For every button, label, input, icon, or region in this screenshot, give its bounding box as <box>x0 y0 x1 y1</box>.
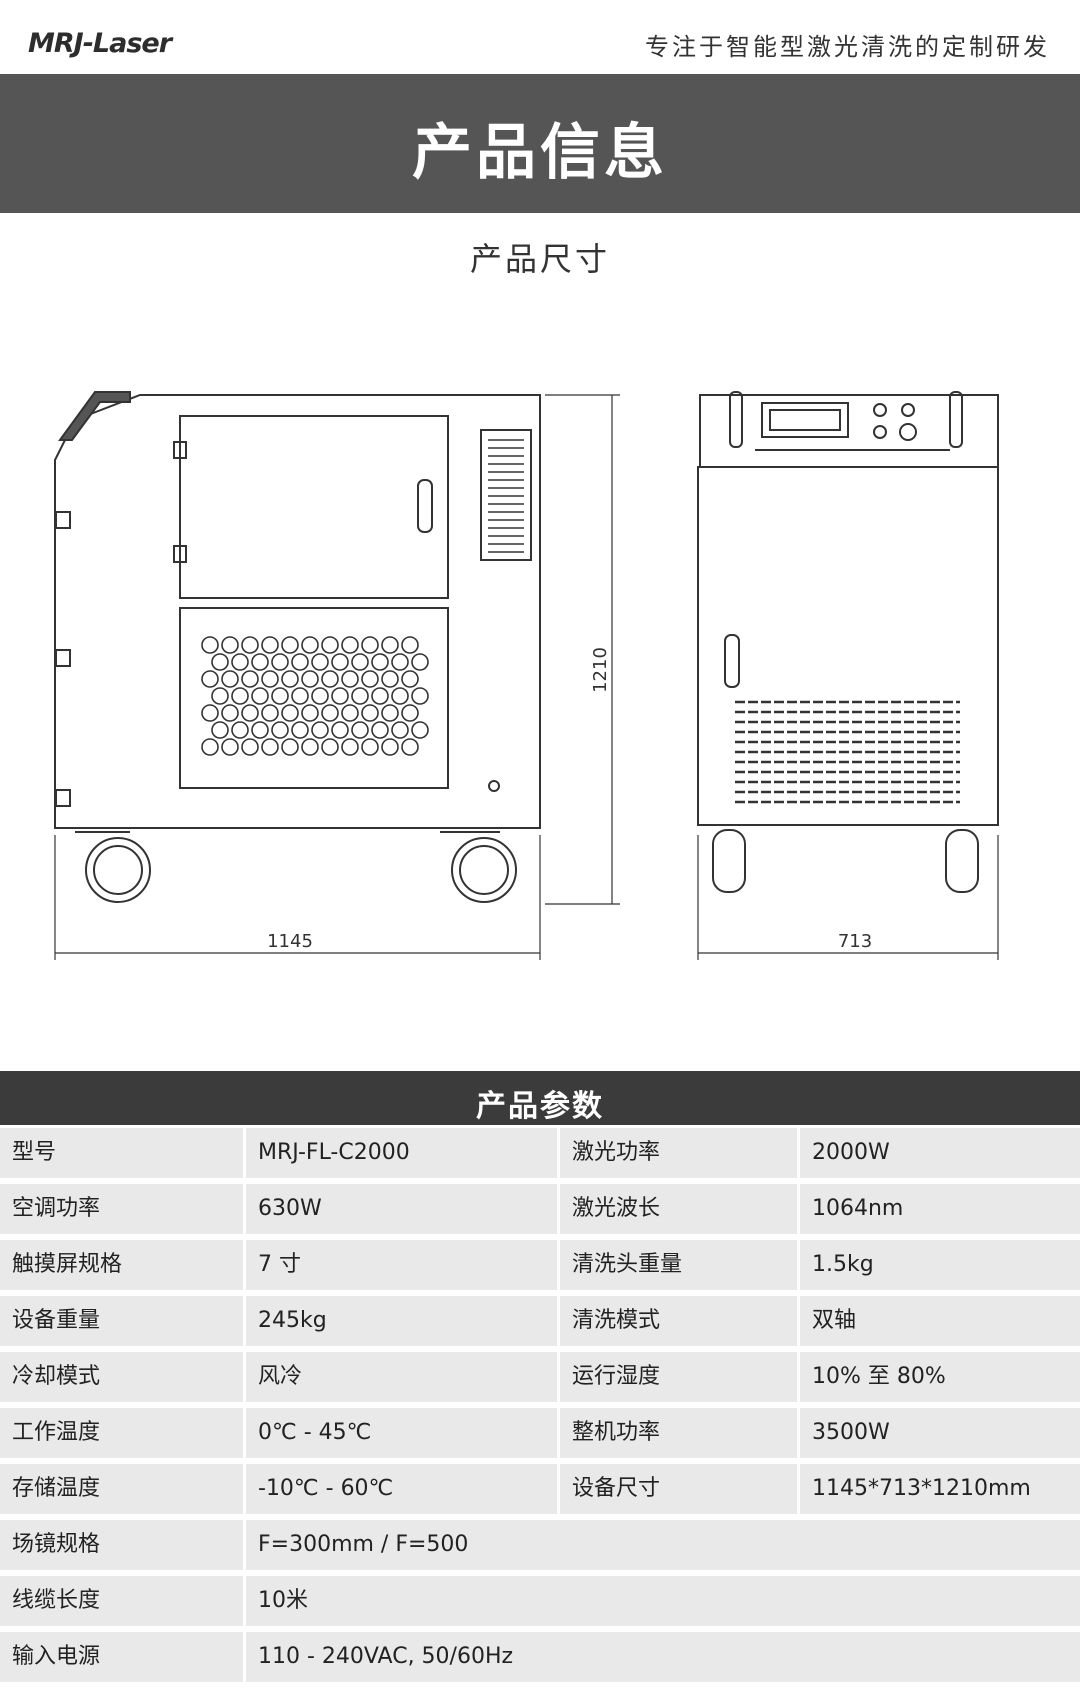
param-value: 630W <box>246 1184 557 1234</box>
param-label: 运行湿度 <box>560 1352 797 1402</box>
front-view <box>697 391 999 893</box>
param-label: 冷却模式 <box>0 1352 243 1402</box>
table-row: 设备重量 245kg 清洗模式 双轴 <box>0 1293 1080 1349</box>
table-row: 输入电源 110 - 240VAC, 50/60Hz <box>0 1629 1080 1685</box>
table-row: 冷却模式 风冷 运行湿度 10% 至 80% <box>0 1349 1080 1405</box>
param-value: -10℃ - 60℃ <box>246 1464 557 1514</box>
param-value: MRJ-FL-C2000 <box>246 1128 557 1178</box>
param-label: 空调功率 <box>0 1184 243 1234</box>
param-label: 型号 <box>0 1128 243 1178</box>
table-row: 存储温度 -10℃ - 60℃ 设备尺寸 1145*713*1210mm <box>0 1461 1080 1517</box>
depth-dimension: 713 <box>838 931 872 952</box>
table-row: 线缆长度 10米 <box>0 1573 1080 1629</box>
param-value: 1.5kg <box>800 1240 1080 1290</box>
param-label: 设备尺寸 <box>560 1464 797 1514</box>
param-value: 风冷 <box>246 1352 557 1402</box>
param-label: 线缆长度 <box>0 1576 243 1626</box>
param-value: 2000W <box>800 1128 1080 1178</box>
top-header: MRJ-Laser 专注于智能型激光清洗的定制研发 <box>0 0 1080 74</box>
table-row: 型号 MRJ-FL-C2000 激光功率 2000W <box>0 1125 1080 1181</box>
param-value: 110 - 240VAC, 50/60Hz <box>246 1632 1080 1682</box>
param-value: 7 寸 <box>246 1240 557 1290</box>
param-value: 10% 至 80% <box>800 1352 1080 1402</box>
param-label: 存储温度 <box>0 1464 243 1514</box>
param-label: 设备重量 <box>0 1296 243 1346</box>
param-label: 整机功率 <box>560 1408 797 1458</box>
param-label: 场镜规格 <box>0 1520 243 1570</box>
height-dimension: 1210 <box>590 647 611 693</box>
param-value: 10米 <box>246 1576 1080 1626</box>
table-row: 场镜规格 F=300mm / F=500 <box>0 1517 1080 1573</box>
dimension-drawing: 1145 713 1210 <box>54 391 999 960</box>
brand-tagline: 专注于智能型激光清洗的定制研发 <box>645 33 1050 61</box>
params-title: 产品参数 <box>476 1089 604 1124</box>
param-value: 0℃ - 45℃ <box>246 1408 557 1458</box>
dimension-lines <box>54 394 999 960</box>
param-value: 3500W <box>800 1408 1080 1458</box>
param-value: 双轴 <box>800 1296 1080 1346</box>
width-dimension: 1145 <box>267 931 313 952</box>
param-label: 工作温度 <box>0 1408 243 1458</box>
side-view <box>54 391 541 903</box>
param-label: 激光功率 <box>560 1128 797 1178</box>
param-label: 清洗模式 <box>560 1296 797 1346</box>
table-row: 空调功率 630W 激光波长 1064nm <box>0 1181 1080 1237</box>
title-banner: 产品信息 <box>0 74 1080 213</box>
page-title: 产品信息 <box>412 118 668 188</box>
brand-logo[interactable]: MRJ-Laser <box>28 28 172 59</box>
param-value: 1064nm <box>800 1184 1080 1234</box>
param-label: 触摸屏规格 <box>0 1240 243 1290</box>
table-row: 触摸屏规格 7 寸 清洗头重量 1.5kg <box>0 1237 1080 1293</box>
params-banner: 产品参数 <box>0 1071 1080 1125</box>
param-value: 1145*713*1210mm <box>800 1464 1080 1514</box>
dimensions-title: 产品尺寸 <box>469 240 610 278</box>
param-label: 清洗头重量 <box>560 1240 797 1290</box>
param-value: F=300mm / F=500 <box>246 1520 1080 1570</box>
param-label: 激光波长 <box>560 1184 797 1234</box>
param-label: 输入电源 <box>0 1632 243 1682</box>
param-value: 245kg <box>246 1296 557 1346</box>
table-row: 工作温度 0℃ - 45℃ 整机功率 3500W <box>0 1405 1080 1461</box>
